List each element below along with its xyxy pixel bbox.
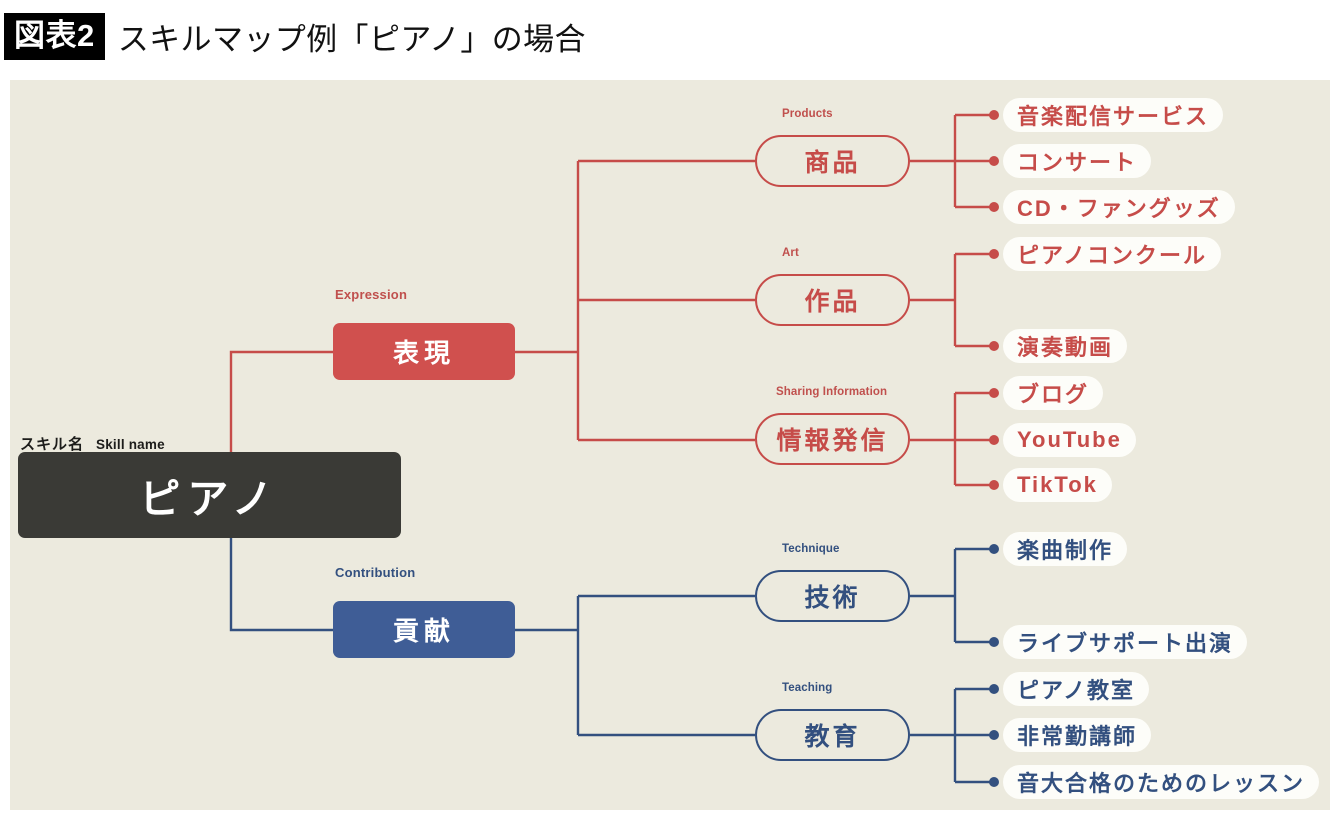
root-caption-jp: スキル名 xyxy=(20,436,85,453)
figure-title: スキルマップ例「ピアノ」の場合 xyxy=(117,21,586,57)
branch-caption-contribution: Contribution xyxy=(335,565,416,580)
category-caption-art: Art xyxy=(782,247,799,259)
leaf-node[interactable]: ブログ xyxy=(1003,376,1104,410)
branch-node-expression[interactable]: 表現 xyxy=(333,323,515,380)
category-caption-sharing-information: Sharing Information xyxy=(776,386,888,398)
branch-caption-expression: Expression xyxy=(335,287,408,302)
branch-node-contribution[interactable]: 貢献 xyxy=(333,601,515,658)
category-node-products[interactable]: 商品 xyxy=(755,135,910,187)
root-caption-en: Skill name xyxy=(96,437,165,452)
figure-number-badge: 図表2 xyxy=(4,12,105,60)
leaf-node[interactable]: ライブサポート出演 xyxy=(1003,625,1248,659)
category-node-sharing-information[interactable]: 情報発信 xyxy=(755,413,910,465)
leaf-node[interactable]: 音大合格のためのレッスン xyxy=(1003,765,1320,799)
leaf-node[interactable]: TikTok xyxy=(1003,468,1112,502)
figure-header: 図表2 スキルマップ例「ピアノ」の場合 xyxy=(0,0,1340,72)
diagram-canvas: スキル名 Skill name ピアノ Expression 表現 Contri… xyxy=(10,80,1330,810)
root-node-piano[interactable]: ピアノ xyxy=(18,452,401,538)
root-caption: スキル名 Skill name xyxy=(20,433,165,454)
leaf-node[interactable]: YouTube xyxy=(1003,423,1136,457)
leaf-node[interactable]: 楽曲制作 xyxy=(1003,532,1128,566)
category-caption-products: Products xyxy=(782,108,833,120)
category-node-art[interactable]: 作品 xyxy=(755,274,910,326)
category-caption-technique: Technique xyxy=(782,543,840,555)
leaf-node[interactable]: ピアノ教室 xyxy=(1003,672,1150,706)
leaf-node[interactable]: 音楽配信サービス xyxy=(1003,98,1224,132)
category-node-technique[interactable]: 技術 xyxy=(755,570,910,622)
leaf-node[interactable]: 非常勤講師 xyxy=(1003,718,1152,752)
leaf-node[interactable]: ピアノコンクール xyxy=(1003,237,1222,271)
category-caption-teaching: Teaching xyxy=(782,682,833,694)
category-node-teaching[interactable]: 教育 xyxy=(755,709,910,761)
leaf-node[interactable]: 演奏動画 xyxy=(1003,329,1128,363)
connector-lines xyxy=(229,110,999,787)
leaf-node[interactable]: CD・ファングッズ xyxy=(1003,190,1235,224)
leaf-node[interactable]: コンサート xyxy=(1003,144,1152,178)
